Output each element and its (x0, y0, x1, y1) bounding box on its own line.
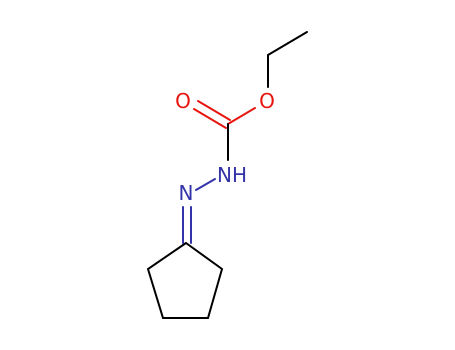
bond-ester-o-c (227, 107, 256, 125)
imine-nitrogen-label: N (179, 181, 194, 205)
bond-carbonyl-1 (193, 108, 227, 129)
cyclopentane-ring (146, 242, 224, 319)
bond-carbonyl-2 (197, 100, 231, 121)
ester-oxygen-label: O (259, 89, 275, 113)
amide-nitrogen-label: NH (217, 163, 247, 187)
bond-ethyl-cc (267, 31, 308, 56)
bond-nh-n (195, 178, 216, 191)
carbonyl-oxygen-label: O (175, 89, 191, 113)
